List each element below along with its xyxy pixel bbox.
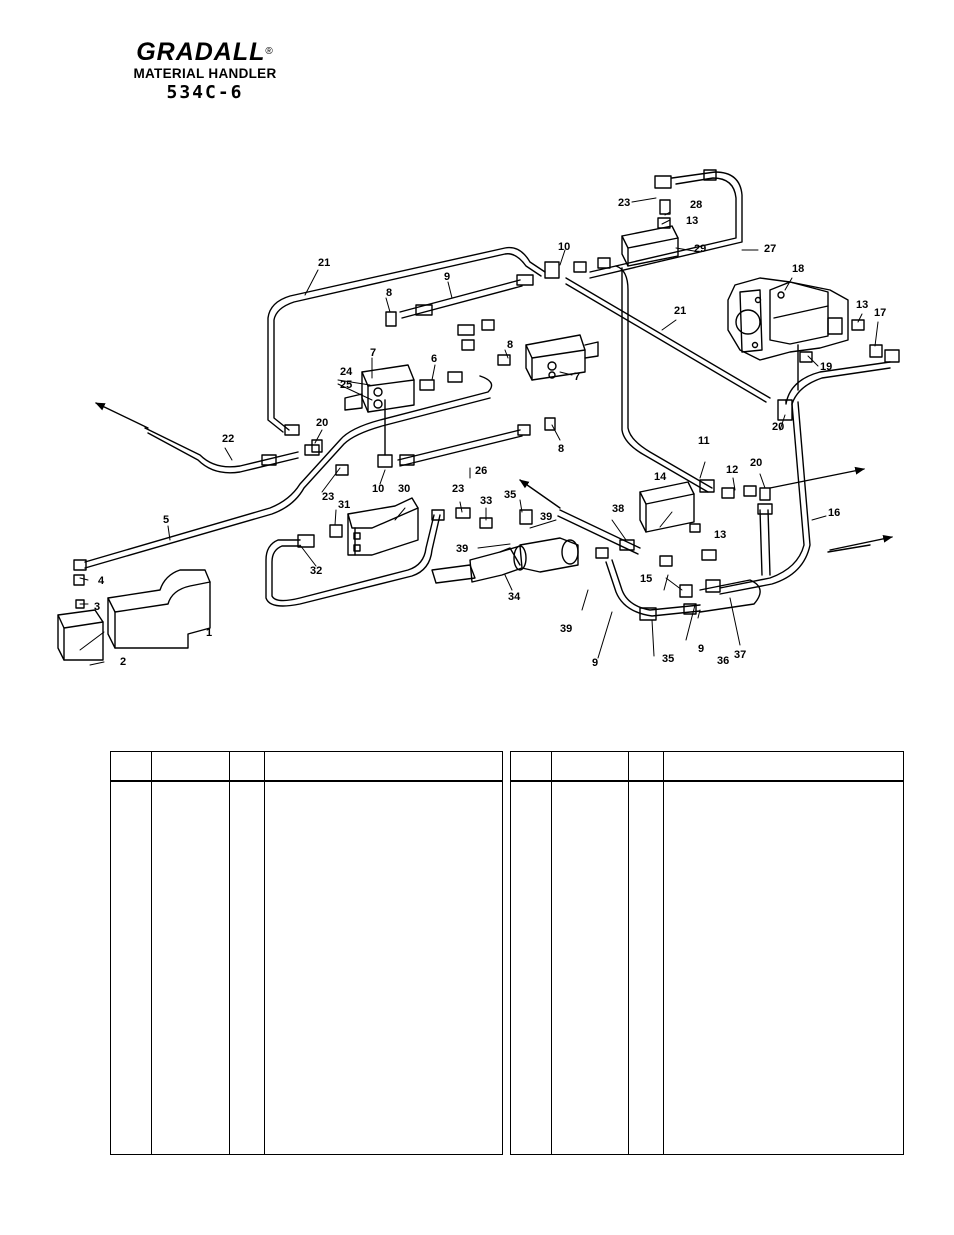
left-col-divider: [264, 752, 265, 1154]
callout-27: 27: [764, 243, 776, 255]
callout-39a: 39: [540, 511, 552, 523]
callout-2: 2: [120, 656, 126, 668]
callout-7b: 7: [574, 371, 580, 383]
callout-14: 14: [654, 471, 667, 483]
callout-9c: 9: [698, 643, 704, 655]
fittings: [73, 169, 900, 621]
brake-cylinder-assembly: [431, 537, 579, 584]
tank-blocks: [57, 569, 211, 661]
callout-13c: 13: [856, 299, 868, 311]
callout-24: 24: [340, 366, 353, 378]
direction-arrows: [95, 402, 893, 551]
model-number: 534C-6: [166, 82, 244, 103]
callout-31: 31: [338, 499, 350, 511]
callout-39b: 39: [456, 543, 468, 555]
parts-table-right: [510, 751, 904, 1155]
callout-35a: 35: [504, 489, 516, 501]
valve-blocks: [344, 225, 695, 556]
callout-20b: 20: [772, 421, 784, 433]
callout-39c: 39: [560, 623, 572, 635]
callout-9a: 9: [444, 271, 450, 283]
callout-32: 32: [310, 565, 322, 577]
callout-29: 29: [694, 243, 706, 255]
callout-4: 4: [98, 575, 105, 587]
callout-16: 16: [828, 507, 840, 519]
callout-17: 17: [874, 307, 886, 319]
pump-assembly: [727, 277, 849, 361]
callout-35b: 35: [662, 653, 674, 665]
callout-13b: 13: [714, 529, 726, 541]
callout-10a: 10: [372, 483, 384, 495]
callout-3: 3: [94, 601, 100, 613]
callout-21a: 21: [318, 257, 330, 269]
brand-name: GRADALL: [136, 38, 266, 66]
callout-34: 34: [508, 591, 521, 603]
callout-18: 18: [792, 263, 804, 275]
callout-15: 15: [640, 573, 652, 585]
callout-25: 25: [340, 379, 352, 391]
callout-8c: 8: [558, 443, 564, 455]
callout-37: 37: [734, 649, 746, 661]
callout-26: 26: [475, 465, 487, 477]
right-col-divider: [551, 752, 552, 1154]
parts-table-left: [110, 751, 503, 1155]
left-col-divider: [229, 752, 230, 1154]
callout-33: 33: [480, 495, 492, 507]
callout-labels: 1 2 3 4 5 6 7 7 8 8 8 9 9 9 10 10 11 12 …: [94, 197, 886, 669]
callout-1: 1: [206, 627, 212, 639]
right-col-divider: [663, 752, 664, 1154]
callout-9b: 9: [592, 657, 598, 669]
callout-10b: 10: [558, 241, 570, 253]
callout-28: 28: [690, 199, 702, 211]
callout-30: 30: [398, 483, 410, 495]
brand-logo: GRADALL®: [110, 38, 300, 66]
callout-7a: 7: [370, 347, 376, 359]
left-col-divider: [151, 752, 152, 1154]
callout-23b: 23: [322, 491, 334, 503]
callout-38: 38: [612, 503, 624, 515]
callout-23a: 23: [618, 197, 630, 209]
parts-table-left-header: [111, 752, 502, 782]
callout-8b: 8: [507, 339, 513, 351]
product-subtitle: MATERIAL HANDLER: [133, 66, 277, 81]
callout-6: 6: [431, 353, 437, 365]
callout-19: 19: [820, 361, 832, 373]
parts-table-right-header: [511, 752, 903, 782]
callout-11: 11: [698, 435, 710, 447]
callout-36: 36: [717, 655, 729, 667]
callout-23c: 23: [452, 483, 464, 495]
callout-22: 22: [222, 433, 234, 445]
callout-21b: 21: [674, 305, 686, 317]
callout-20a: 20: [316, 417, 328, 429]
callout-13a: 13: [686, 215, 698, 227]
hydraulic-parts-diagram: 1 2 3 4 5 6 7 7 8 8 8 9 9 9 10 10 11 12 …: [57, 169, 900, 669]
callout-8a: 8: [386, 287, 392, 299]
right-col-divider: [628, 752, 629, 1154]
callout-5: 5: [163, 514, 169, 526]
registered-mark: ®: [265, 46, 274, 57]
callout-20c: 20: [750, 457, 762, 469]
document-header: GRADALL® MATERIAL HANDLER 534C-6: [110, 38, 300, 104]
callout-12: 12: [726, 464, 738, 476]
hose-lines: [84, 171, 891, 617]
leader-lines: [79, 197, 879, 666]
